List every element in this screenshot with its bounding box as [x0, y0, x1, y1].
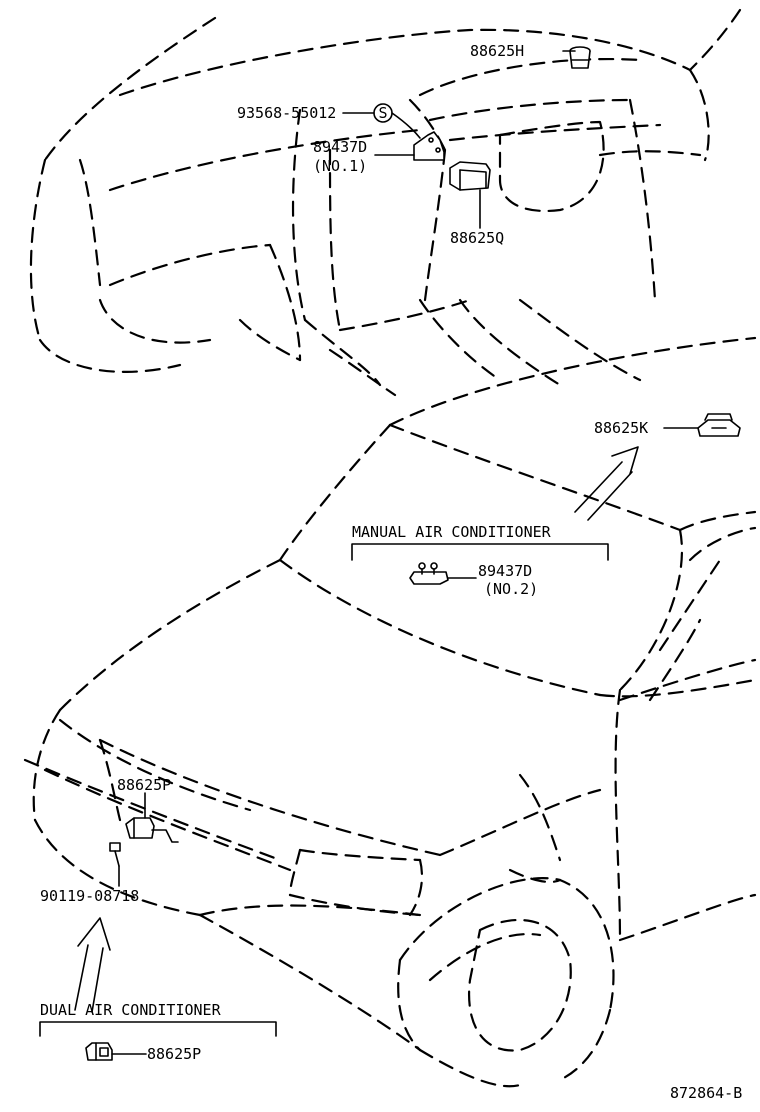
s-mark-letter: S	[378, 104, 387, 122]
dashboard-outline	[29, 8, 742, 397]
arrow-to-88625k	[574, 446, 639, 521]
label-88625k: 88625K	[594, 419, 648, 437]
label-88625q: 88625Q	[450, 229, 504, 247]
part-88625q-relay	[449, 161, 491, 191]
part-89437d-no2-sensor	[409, 562, 449, 585]
part-88625k-switch	[697, 413, 741, 437]
label-88625p-lower: 88625P	[147, 1045, 201, 1063]
label-88625p-upper: 88625P	[117, 776, 171, 794]
s-circle-mark: S	[373, 103, 393, 123]
part-89437d-no1-sensor	[413, 131, 445, 161]
label-90119-08718: 90119-08718	[40, 887, 139, 905]
leader-lines	[111, 50, 699, 1055]
arrow-to-bolt	[74, 917, 111, 1013]
vehicle-outline	[23, 336, 757, 1088]
label-89437d-no2: 89437D	[478, 562, 532, 580]
part-90119-bolt	[109, 842, 121, 867]
diagram-id: 872864-B	[670, 1084, 742, 1102]
label-88625h: 88625H	[470, 42, 524, 60]
dual-ac-label: DUAL AIR CONDITIONER	[40, 1001, 222, 1019]
manual-ac-note: MANUAL AIR CONDITIONER	[351, 523, 609, 561]
label-93568-55012: 93568-55012	[237, 104, 336, 122]
dual-ac-note: DUAL AIR CONDITIONER	[39, 1001, 277, 1037]
part-88625p-lower-relay	[85, 1042, 113, 1061]
manual-ac-label: MANUAL AIR CONDITIONER	[352, 523, 552, 541]
label-no1: (NO.1)	[313, 157, 367, 175]
label-89437d-no1: 89437D	[313, 138, 367, 156]
label-no2: (NO.2)	[484, 580, 538, 598]
part-88625p-upper-relay	[125, 817, 179, 843]
part-88625h-switch	[569, 46, 591, 69]
